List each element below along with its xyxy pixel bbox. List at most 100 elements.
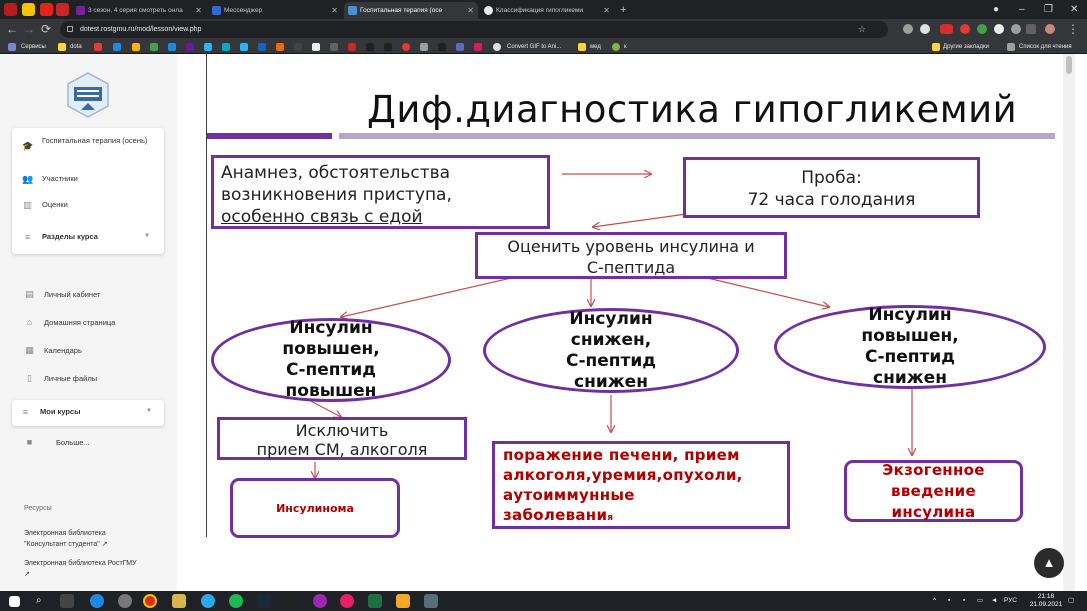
taskbar-app-icon[interactable] xyxy=(313,594,327,608)
chevron-down-icon[interactable]: ▼ xyxy=(146,408,152,414)
extension-white-icon[interactable] xyxy=(994,24,1004,34)
zoom-icon[interactable] xyxy=(903,24,913,34)
url-text[interactable]: dotest.rostgmu.ru/mod/lesson/view.php xyxy=(80,26,202,33)
tab-hospital-therapy[interactable]: Госпитальная терапия (осе ✕ xyxy=(344,2,478,19)
pinned-tab-opera-icon[interactable] xyxy=(4,3,17,16)
pinned-tab-youtube-icon[interactable] xyxy=(40,3,53,16)
apps-grid-icon[interactable] xyxy=(8,43,16,51)
scroll-to-top-button[interactable]: ▲ xyxy=(1034,548,1064,578)
close-window-button[interactable]: ✕ xyxy=(1070,4,1079,15)
excel-icon[interactable] xyxy=(368,594,382,608)
reading-list-icon[interactable] xyxy=(1026,24,1036,34)
browser-menu-circle-icon[interactable]: ● xyxy=(993,4,1000,15)
tab-series[interactable]: 3 сезон, 4 серия смотреть онла ✕ xyxy=(72,2,206,19)
extension-green-icon[interactable] xyxy=(977,24,987,34)
forward-arrow-icon[interactable]: → xyxy=(23,22,35,36)
telegram-icon[interactable] xyxy=(201,594,215,608)
spotify-icon[interactable] xyxy=(229,594,243,608)
extensions-puzzle-icon[interactable] xyxy=(1011,24,1021,34)
bookmark-icon[interactable] xyxy=(132,43,140,51)
bookmark-icon[interactable] xyxy=(168,43,176,51)
input-language[interactable]: РУС xyxy=(1004,597,1018,604)
profile-avatar-icon[interactable] xyxy=(1045,24,1055,34)
bookmark-icon[interactable] xyxy=(222,43,230,51)
my-courses-card[interactable]: ≡ Мои курсы ▼ xyxy=(12,400,164,426)
bookmark-icon[interactable] xyxy=(312,43,320,51)
nav-course-sections[interactable]: Разделы курса xyxy=(42,232,98,241)
other-bookmarks[interactable]: Другие закладки xyxy=(943,44,989,50)
adblock-extension-icon[interactable] xyxy=(940,24,953,34)
bookmark-icon[interactable] xyxy=(402,43,410,51)
notification-icon[interactable]: ▢ xyxy=(1068,597,1075,604)
folder-icon[interactable] xyxy=(58,43,66,51)
taskbar-app-icon[interactable] xyxy=(118,594,132,608)
reload-icon[interactable]: ⟳ xyxy=(40,22,52,36)
taskbar-app-icon[interactable] xyxy=(172,594,186,608)
bookmark-icon[interactable] xyxy=(276,43,284,51)
taskbar-app-icon[interactable] xyxy=(340,594,354,608)
system-clock[interactable]: 21:18 21.09.2021 xyxy=(1028,593,1064,609)
folder-icon[interactable] xyxy=(578,43,586,51)
close-tab-icon[interactable]: ✕ xyxy=(467,6,474,15)
nav-grades[interactable]: Оценки xyxy=(42,200,68,209)
chrome-icon[interactable] xyxy=(143,594,157,608)
tray-chevron-icon[interactable]: ^ xyxy=(933,597,937,604)
taskbar-app-icon[interactable] xyxy=(424,594,438,608)
kebab-menu-icon[interactable]: ⋮ xyxy=(1067,22,1079,36)
bookmark-convert-gif[interactable]: Convert GIF to Ani... xyxy=(507,44,562,50)
reading-list-icon[interactable] xyxy=(1007,43,1015,51)
tab-messenger[interactable]: Мессенджер ✕ xyxy=(208,2,342,19)
close-tab-icon[interactable]: ✕ xyxy=(603,6,610,15)
bookmark-icon[interactable] xyxy=(258,43,266,51)
bookmark-star-icon[interactable]: ☆ xyxy=(857,24,866,34)
bookmark-services[interactable]: Сервисы xyxy=(21,44,46,50)
bookmark-icon[interactable] xyxy=(366,43,374,51)
pinned-tab-yandex-icon[interactable] xyxy=(56,3,69,16)
bookmark-icon[interactable] xyxy=(456,43,464,51)
maximize-button[interactable]: ❐ xyxy=(1044,4,1053,15)
bookmark-icon[interactable] xyxy=(94,43,102,51)
bookmark-icon[interactable] xyxy=(240,43,248,51)
chevron-down-icon[interactable]: ▼ xyxy=(144,233,150,239)
nav-course-hospital-therapy[interactable]: Госпитальная терапия (осень) xyxy=(42,136,148,145)
bookmark-icon[interactable] xyxy=(348,43,356,51)
address-bar[interactable]: dotest.rostgmu.ru/mod/lesson/view.php ☆ xyxy=(60,21,888,38)
bookmark-icon[interactable] xyxy=(384,43,392,51)
new-tab-button[interactable]: + xyxy=(620,4,627,16)
task-view-icon[interactable] xyxy=(60,594,74,608)
windows-start-icon[interactable] xyxy=(9,596,20,607)
nav-more[interactable]: Больше... xyxy=(56,438,90,447)
bookmark-icon[interactable] xyxy=(204,43,212,51)
tray-icon[interactable]: ▪ xyxy=(948,597,951,604)
pinned-tab-notes-icon[interactable] xyxy=(22,3,35,16)
reading-list[interactable]: Список для чтения xyxy=(1019,44,1072,50)
taskbar-app-icon[interactable] xyxy=(90,594,104,608)
bookmark-icon[interactable] xyxy=(612,43,620,51)
bookmark-icon[interactable] xyxy=(474,43,482,51)
bookmark-icon[interactable] xyxy=(113,43,121,51)
file-explorer-icon[interactable] xyxy=(396,594,410,608)
bookmark-med[interactable]: мед xyxy=(590,44,601,50)
bookmark-icon[interactable] xyxy=(330,43,338,51)
tab-classification[interactable]: Классификация гипогликеми ✕ xyxy=(480,2,614,19)
resource-link-rostgmu[interactable]: Электронная библиотека РостГМУ ↗ xyxy=(24,558,144,580)
close-tab-icon[interactable]: ✕ xyxy=(195,6,202,15)
bookmark-icon[interactable] xyxy=(186,43,194,51)
nav-my-courses[interactable]: Мои курсы xyxy=(40,407,81,416)
nav-participants[interactable]: Участники xyxy=(42,174,78,183)
bookmark-k[interactable]: к xyxy=(624,44,627,50)
nav-personal-files[interactable]: Личные файлы xyxy=(44,374,98,383)
scrollbar-thumb[interactable] xyxy=(1066,56,1072,74)
search-icon[interactable]: ⌕ xyxy=(36,595,42,606)
steam-icon[interactable] xyxy=(257,594,271,608)
bookmark-dota[interactable]: dota xyxy=(70,44,82,50)
nav-home[interactable]: Домашняя страница xyxy=(44,318,116,327)
globe-icon[interactable] xyxy=(493,43,501,51)
close-tab-icon[interactable]: ✕ xyxy=(331,6,338,15)
nav-personal-cabinet[interactable]: Личный кабинет xyxy=(44,290,101,299)
bookmark-icon[interactable] xyxy=(420,43,428,51)
bookmark-icon[interactable] xyxy=(150,43,158,51)
epic-games-icon[interactable] xyxy=(285,594,299,608)
star-icon[interactable] xyxy=(920,24,930,34)
bookmark-icon[interactable] xyxy=(438,43,446,51)
